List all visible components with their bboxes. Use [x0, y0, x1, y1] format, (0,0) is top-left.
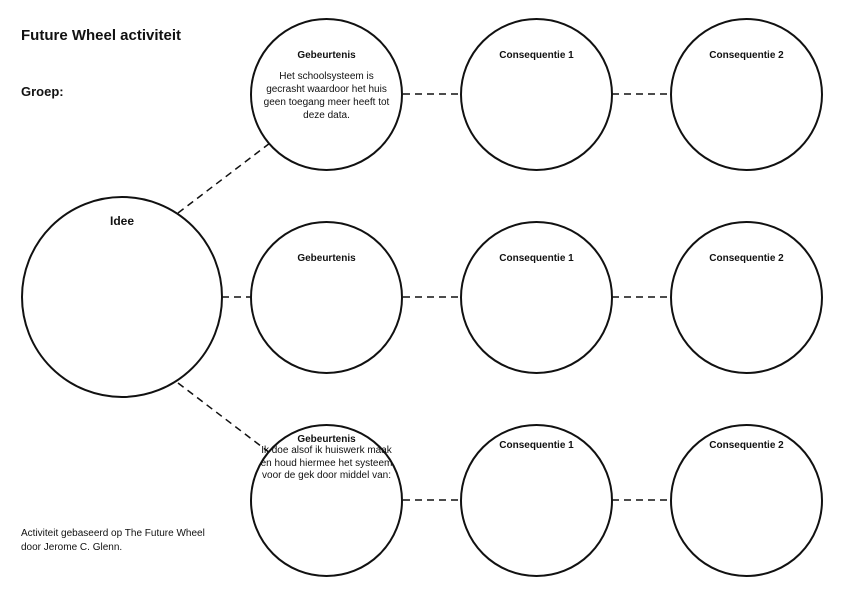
consequence2-circle-3: Consequentie 2	[670, 424, 823, 577]
credit-text: Activiteit gebaseerd op The Future Wheel…	[21, 527, 251, 555]
event-label-3: Gebeurtenis	[297, 434, 356, 445]
connector-idee-event1	[177, 142, 271, 214]
connector-idee-event3	[177, 382, 271, 454]
consequence1-circle-3: Consequentie 1	[460, 424, 613, 577]
consequence2-circle-1: Consequentie 2	[670, 18, 823, 171]
credit-line-1: Activiteit gebaseerd op The Future Wheel	[21, 528, 205, 539]
consequence1-label-1: Consequentie 1	[499, 50, 574, 61]
credit-line-2: door Jerome C. Glenn.	[21, 542, 123, 553]
event-circle-1: Gebeurtenis Het schoolsysteem is gecrash…	[250, 18, 403, 171]
idee-circle: Idee	[21, 196, 223, 398]
group-label: Groep:	[21, 84, 64, 99]
consequence2-label-1: Consequentie 2	[709, 50, 784, 61]
event-text-1: Het schoolsysteem is gecrasht waardoor h…	[263, 71, 390, 121]
event-label-1: Gebeurtenis	[297, 50, 356, 61]
event-label-2: Gebeurtenis	[297, 253, 356, 264]
event-circle-2: Gebeurtenis	[250, 221, 403, 374]
consequence2-label-2: Consequentie 2	[709, 253, 784, 264]
consequence2-label-3: Consequentie 2	[709, 440, 784, 451]
consequence1-circle-2: Consequentie 1	[460, 221, 613, 374]
consequence1-label-2: Consequentie 1	[499, 253, 574, 264]
event-text-3: Ik doe alsof ik huiswerk maak en houd hi…	[260, 445, 393, 481]
consequence2-circle-2: Consequentie 2	[670, 221, 823, 374]
idee-label: Idee	[109, 214, 134, 228]
consequence1-circle-1: Consequentie 1	[460, 18, 613, 171]
page-title: Future Wheel activiteit	[21, 27, 182, 44]
consequence1-label-3: Consequentie 1	[499, 440, 574, 451]
event-circle-3: Gebeurtenis Ik doe alsof ik huiswerk maa…	[250, 424, 403, 577]
